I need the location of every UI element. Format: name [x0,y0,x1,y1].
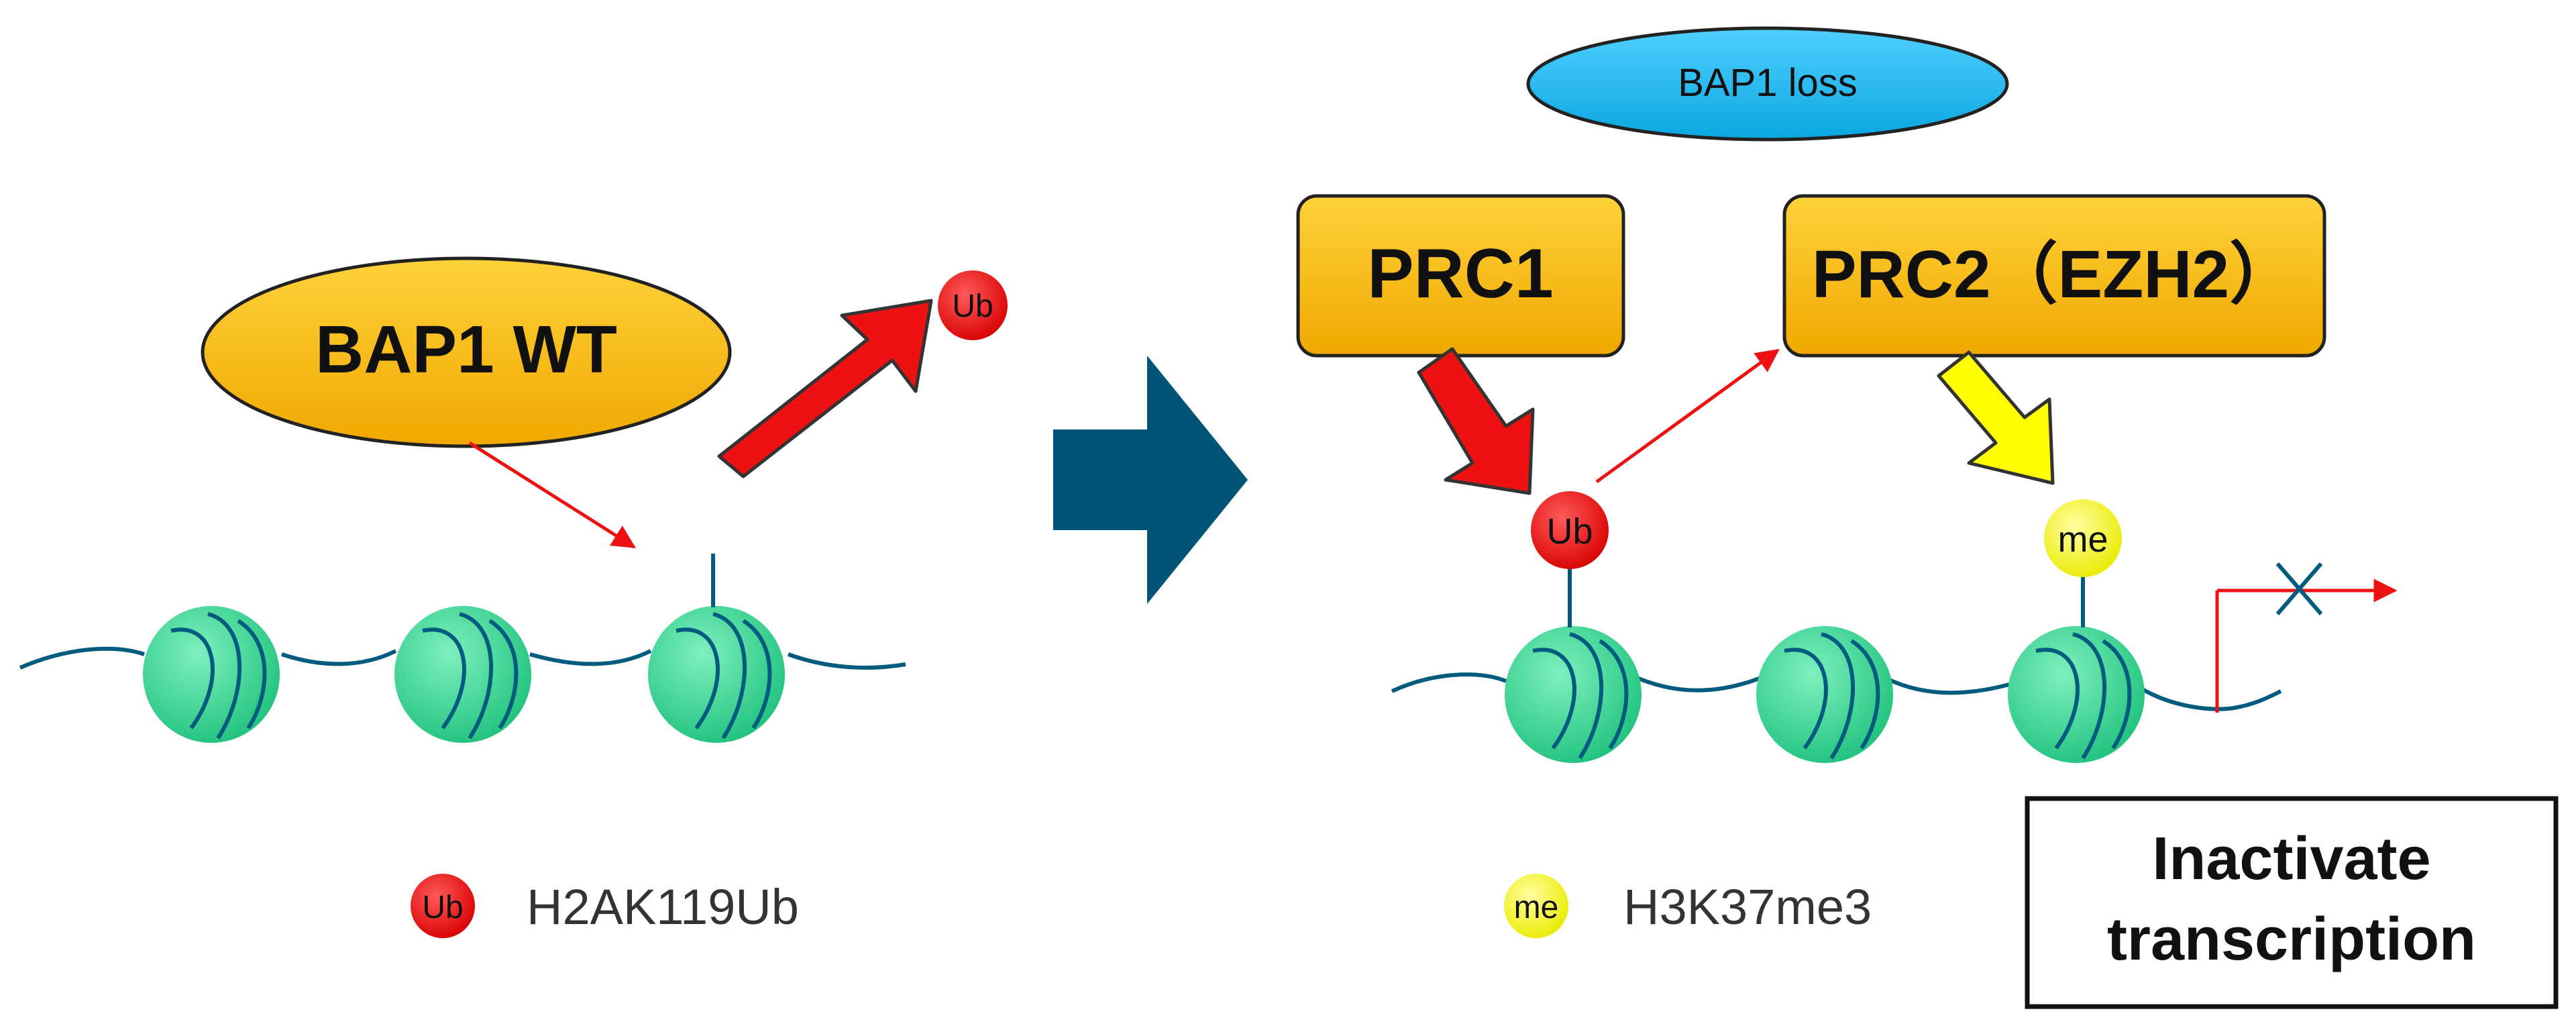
left-panel: BAP1 WT Ub [19,256,1008,743]
legend-ub: Ub H2AK119Ub [411,874,799,938]
nucleosome [394,606,531,743]
prc1-to-ub-arrow [1417,347,1535,495]
inactivate-line1: Inactivate [2152,825,2430,892]
legend-me-badge: me [1514,890,1559,925]
prc1-label: PRC1 [1367,235,1553,313]
ub-to-prc2-arrow [1595,348,1780,484]
inactivate-line2: transcription [2107,906,2476,973]
right-panel: BAP1 loss PRC1 PRC2（EZH2） [1296,26,2559,1009]
nucleosome [1756,626,1893,763]
legend-me-text: H3K37me3 [1623,879,1872,935]
nucleosome [2008,626,2145,763]
prc2-box: PRC2（EZH2） [1782,194,2326,358]
thick-red-arrow [717,299,933,478]
bap1-wt-label: BAP1 WT [315,312,617,387]
legend-ub-badge: Ub [422,890,463,925]
ub-mark-label: Ub [1546,511,1593,552]
bap1-loss-label: BAP1 loss [1678,61,1858,105]
ub-mark: Ub [1531,491,1609,569]
nucleosome [143,606,280,743]
thin-red-arrow [468,441,636,549]
blocked-transcription-arrow [2215,562,2398,713]
prc2-to-me-arrow [1937,350,2055,485]
legend-me: me H3K37me3 [1504,874,1872,938]
prc2-label: PRC2（EZH2） [1812,237,2296,312]
nucleosome [648,606,785,743]
prc1-box: PRC1 [1296,194,1625,358]
ub-released-label: Ub [952,289,993,324]
me-mark-label: me [2057,519,2108,560]
dna-strand-left [19,646,906,670]
me-mark: me [2044,499,2122,577]
bap1-wt-ellipse: BAP1 WT [201,256,732,448]
inactivate-transcription-box: Inactivate transcription [2025,796,2559,1009]
dna-strand-right [1391,672,2282,711]
bap1-loss-ellipse: BAP1 loss [1526,26,2009,142]
nucleosome [1505,626,1642,763]
ub-released: Ub [938,270,1008,340]
legend-ub-text: H2AK119Ub [527,879,799,935]
big-transition-arrow [1053,356,1248,604]
